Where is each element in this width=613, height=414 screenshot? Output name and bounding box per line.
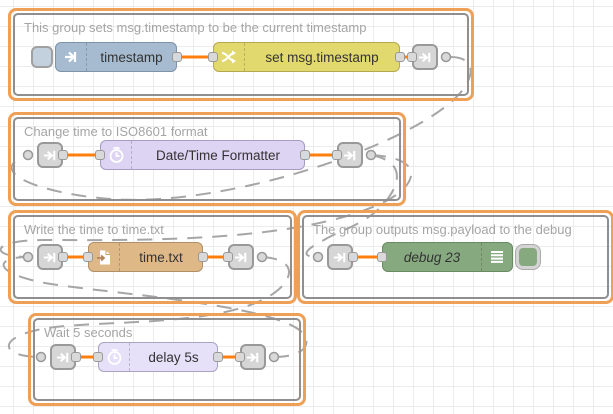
inject-trigger-button[interactable] [31, 46, 53, 68]
change-icon [214, 43, 245, 71]
input-port[interactable] [208, 52, 218, 62]
link-in-icon [56, 350, 71, 365]
input-port[interactable] [223, 252, 233, 262]
output-port[interactable] [58, 150, 68, 160]
output-port[interactable] [213, 352, 223, 362]
node-label: timestamp [87, 43, 176, 71]
group-title: The group outputs msg.payload to the deb… [313, 222, 572, 237]
input-port[interactable] [95, 150, 105, 160]
link-out-icon [418, 50, 433, 65]
link-in-icon [333, 250, 348, 265]
timer-icon [99, 343, 130, 371]
input-port[interactable] [377, 252, 387, 262]
node-label: debug 23 [383, 243, 481, 271]
group-title: Change time to ISO8601 format [24, 124, 208, 139]
link-in-icon [43, 148, 58, 163]
group-title: Write the time to time.txt [24, 222, 164, 237]
inject-icon [56, 43, 87, 71]
node-label: Date/Time Formatter [132, 141, 304, 169]
output-port[interactable] [348, 252, 358, 262]
input-port[interactable] [83, 252, 93, 262]
node-debug-23[interactable]: debug 23 [382, 242, 513, 272]
debug-icon [481, 243, 512, 271]
link-out-icon [343, 148, 358, 163]
group-title: This group sets msg.timestamp to be the … [24, 20, 366, 35]
node-delay-5s[interactable]: delay 5s [98, 342, 218, 372]
node-date-time-formatter[interactable]: Date/Time Formatter [100, 140, 305, 170]
output-port[interactable] [395, 52, 405, 62]
output-port[interactable] [198, 252, 208, 262]
group-title: Wait 5 seconds [44, 325, 132, 340]
file-icon [89, 243, 120, 271]
input-port[interactable] [332, 150, 342, 160]
output-port[interactable] [172, 52, 182, 62]
output-port[interactable] [71, 352, 81, 362]
input-port[interactable] [407, 52, 417, 62]
link-out-icon [246, 350, 261, 365]
input-port[interactable] [93, 352, 103, 362]
node-change-set-timestamp[interactable]: set msg.timestamp [213, 42, 400, 72]
node-label: set msg.timestamp [245, 43, 399, 71]
link-out-icon [234, 250, 249, 265]
node-inject-timestamp[interactable]: timestamp [55, 42, 177, 72]
input-port[interactable] [235, 352, 245, 362]
output-port[interactable] [300, 150, 310, 160]
debug-toggle-button[interactable] [516, 245, 540, 269]
link-in-icon [43, 250, 58, 265]
node-file-time-txt[interactable]: time.txt [88, 242, 203, 272]
output-port[interactable] [58, 252, 68, 262]
clock-icon [101, 141, 132, 169]
node-label: time.txt [120, 243, 202, 271]
node-label: delay 5s [130, 343, 217, 371]
